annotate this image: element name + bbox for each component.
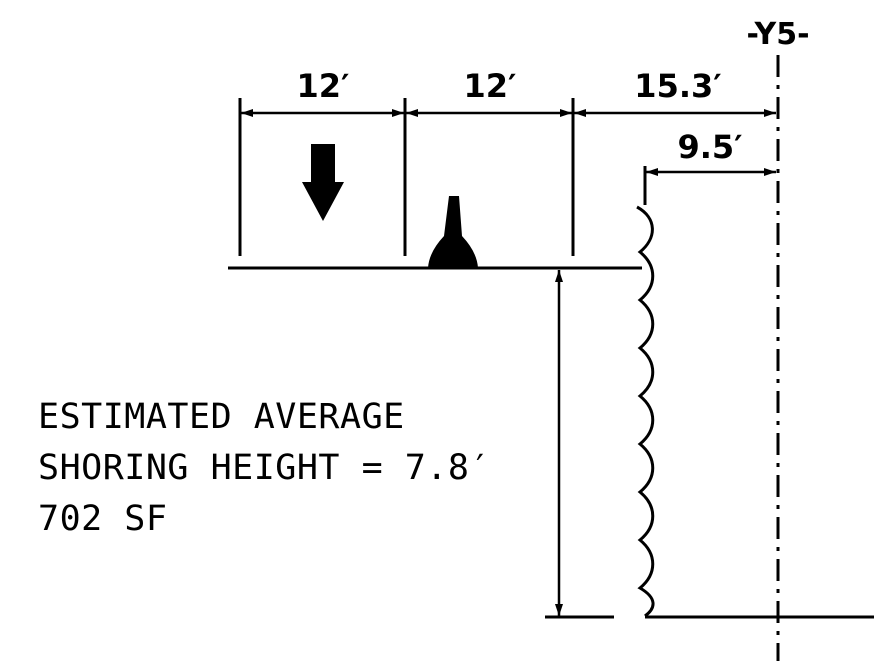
note-line-2: SHORING HEIGHT = 7.8′ [38, 448, 492, 488]
note-line-3: 702 SF [38, 499, 168, 539]
gridline-label: -Y5- [746, 17, 809, 52]
note-line-1: ESTIMATED AVERAGE [38, 397, 405, 437]
dimension-label-2: 12′ [464, 67, 517, 105]
dimension-label-3: 15.3′ [634, 67, 721, 105]
dimension-label-4: 9.5′ [677, 128, 742, 166]
down-arrow-icon [302, 144, 344, 221]
break-line-icon [636, 205, 655, 618]
dimension-label-1: 12′ [297, 67, 350, 105]
shoring-note: ESTIMATED AVERAGE SHORING HEIGHT = 7.8′ … [38, 392, 491, 545]
shore-post-icon [428, 196, 478, 268]
